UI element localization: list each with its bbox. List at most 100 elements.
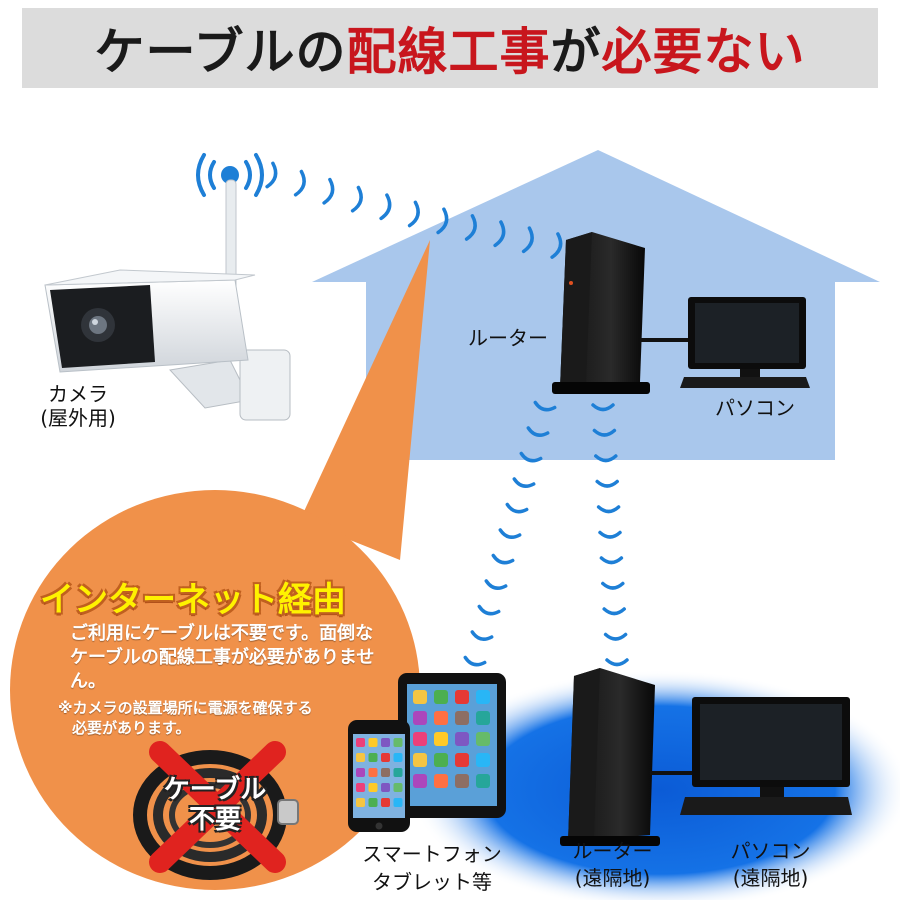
security-camera-icon	[44, 179, 291, 421]
remote-pc-label: パソコン (遠隔地)	[708, 838, 833, 892]
wave-arc	[519, 451, 543, 463]
app-tile	[356, 798, 365, 807]
app-tile	[413, 690, 427, 704]
wave-arc	[592, 428, 617, 437]
wave-arc	[350, 185, 363, 213]
title-part-3: が	[550, 23, 602, 81]
camera-label-line-1: カメラ	[48, 382, 108, 406]
wave-arc	[603, 632, 628, 641]
smartphone-icon	[348, 720, 410, 832]
router-label: ルーター	[468, 326, 548, 350]
router-icon	[552, 232, 650, 394]
wave-arc	[293, 169, 306, 197]
wave-arc	[602, 607, 626, 616]
app-tile	[455, 732, 469, 746]
page-title: ケーブルの配線工事が必要ない	[22, 8, 878, 88]
wireless-wave-router-smartphone	[463, 400, 557, 667]
app-tile	[476, 711, 490, 725]
remote-router-icon	[560, 668, 660, 846]
wave-arc	[598, 530, 622, 539]
wave-arc	[550, 232, 563, 259]
smartphone-label-line-2: タブレット等	[372, 870, 492, 894]
app-tile	[381, 738, 390, 747]
app-tile	[393, 768, 403, 777]
app-tile	[393, 738, 403, 747]
remote-monitor-icon	[680, 697, 852, 815]
wave-arc	[265, 161, 278, 189]
monitor-icon	[680, 297, 810, 388]
app-tile	[434, 711, 448, 725]
title-part-1: ケーブルの	[94, 23, 347, 81]
app-tile	[413, 774, 427, 788]
remote-router-label-line-2: (遠隔地)	[574, 866, 651, 890]
tablet-icon	[398, 673, 506, 818]
wave-arc	[477, 604, 501, 616]
title-part-2: 配線工事	[346, 23, 551, 81]
app-tile	[381, 768, 390, 777]
app-tile	[455, 774, 469, 788]
app-tile	[368, 768, 378, 777]
app-tile	[413, 753, 427, 767]
app-tile	[476, 753, 490, 767]
wave-arc	[463, 655, 487, 667]
bubble-body: ご利用にケーブルは不要です。面倒なケーブルの配線工事が必要がありません。	[70, 623, 375, 692]
smartphone-label: スマートフォン タブレット等	[347, 840, 517, 896]
app-tile	[393, 753, 403, 762]
app-tile	[455, 690, 469, 704]
wireless-wave-camera-router	[265, 161, 563, 259]
wave-arc	[595, 479, 619, 488]
app-tile	[368, 783, 378, 792]
title-banner	[22, 8, 878, 88]
bubble-note: ※カメラの設置場所に電源を確保する 必要があります。	[58, 698, 378, 738]
app-tile	[356, 753, 365, 762]
remote-pc-label-line-2: (遠隔地)	[732, 866, 809, 890]
wave-arc	[596, 505, 621, 514]
wave-arc	[407, 200, 420, 228]
wave-arc	[512, 477, 536, 488]
pc-label: パソコン	[715, 396, 795, 420]
wave-arc	[379, 193, 392, 221]
remote-pc-label-line-1: パソコン	[730, 839, 811, 863]
title-part-4: 必要ない	[601, 23, 806, 81]
remote-router-label: ルーター (遠隔地)	[555, 838, 670, 892]
speech-bubble	[10, 240, 430, 890]
bubble-note-line-2: 必要があります。	[72, 719, 191, 737]
no-cable-text: ケーブル 不要	[140, 775, 290, 835]
camera-label-line-2: (屋外用)	[40, 406, 116, 430]
bubble-heading: インターネット経由	[40, 580, 346, 620]
wave-arc	[498, 528, 522, 539]
app-tile	[413, 732, 427, 746]
wave-arc	[491, 553, 515, 565]
app-tile	[381, 798, 390, 807]
app-tile	[368, 738, 378, 747]
wave-arc	[594, 454, 618, 463]
wave-arc	[505, 502, 529, 514]
app-tile	[368, 753, 378, 762]
wave-arc	[484, 579, 508, 590]
app-tile	[476, 690, 490, 704]
wave-arc	[470, 630, 494, 641]
wave-arc	[493, 220, 506, 248]
wave-arc	[322, 177, 335, 205]
app-tile	[413, 711, 427, 725]
wifi-signal-icon	[196, 153, 264, 197]
app-tile	[476, 732, 490, 746]
app-tile	[393, 798, 403, 807]
wireless-wave-router-remote	[591, 403, 629, 667]
camera-label: カメラ (屋外用)	[28, 382, 128, 430]
app-tile	[434, 690, 448, 704]
app-tile	[393, 783, 403, 792]
wave-arc	[533, 400, 557, 412]
app-tile	[434, 774, 448, 788]
smartphone-label-line-1: スマートフォン	[362, 842, 502, 866]
app-tile	[455, 711, 469, 725]
wave-arc	[605, 658, 629, 667]
wave-arc	[599, 556, 624, 565]
app-tile	[381, 753, 390, 762]
app-tile	[434, 753, 448, 767]
no-cable-line-1: ケーブル	[163, 775, 267, 805]
wave-arc	[436, 207, 449, 235]
remote-router-label-line-1: ルーター	[572, 839, 653, 863]
app-tile	[368, 798, 378, 807]
